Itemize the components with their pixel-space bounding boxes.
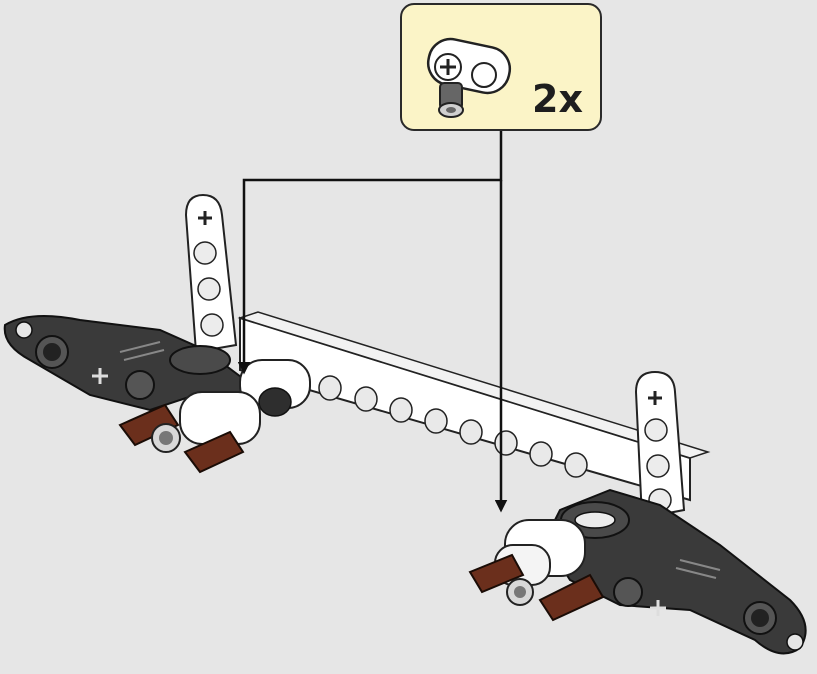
left-vertical-beam [186,195,236,352]
connector-block-with-pin-icon [420,23,520,123]
right-vertical-beam [636,372,684,518]
parts-callout-box: 2x [400,3,602,131]
right-dark-liftarm [545,490,806,653]
quantity-label: 2x [532,77,583,121]
